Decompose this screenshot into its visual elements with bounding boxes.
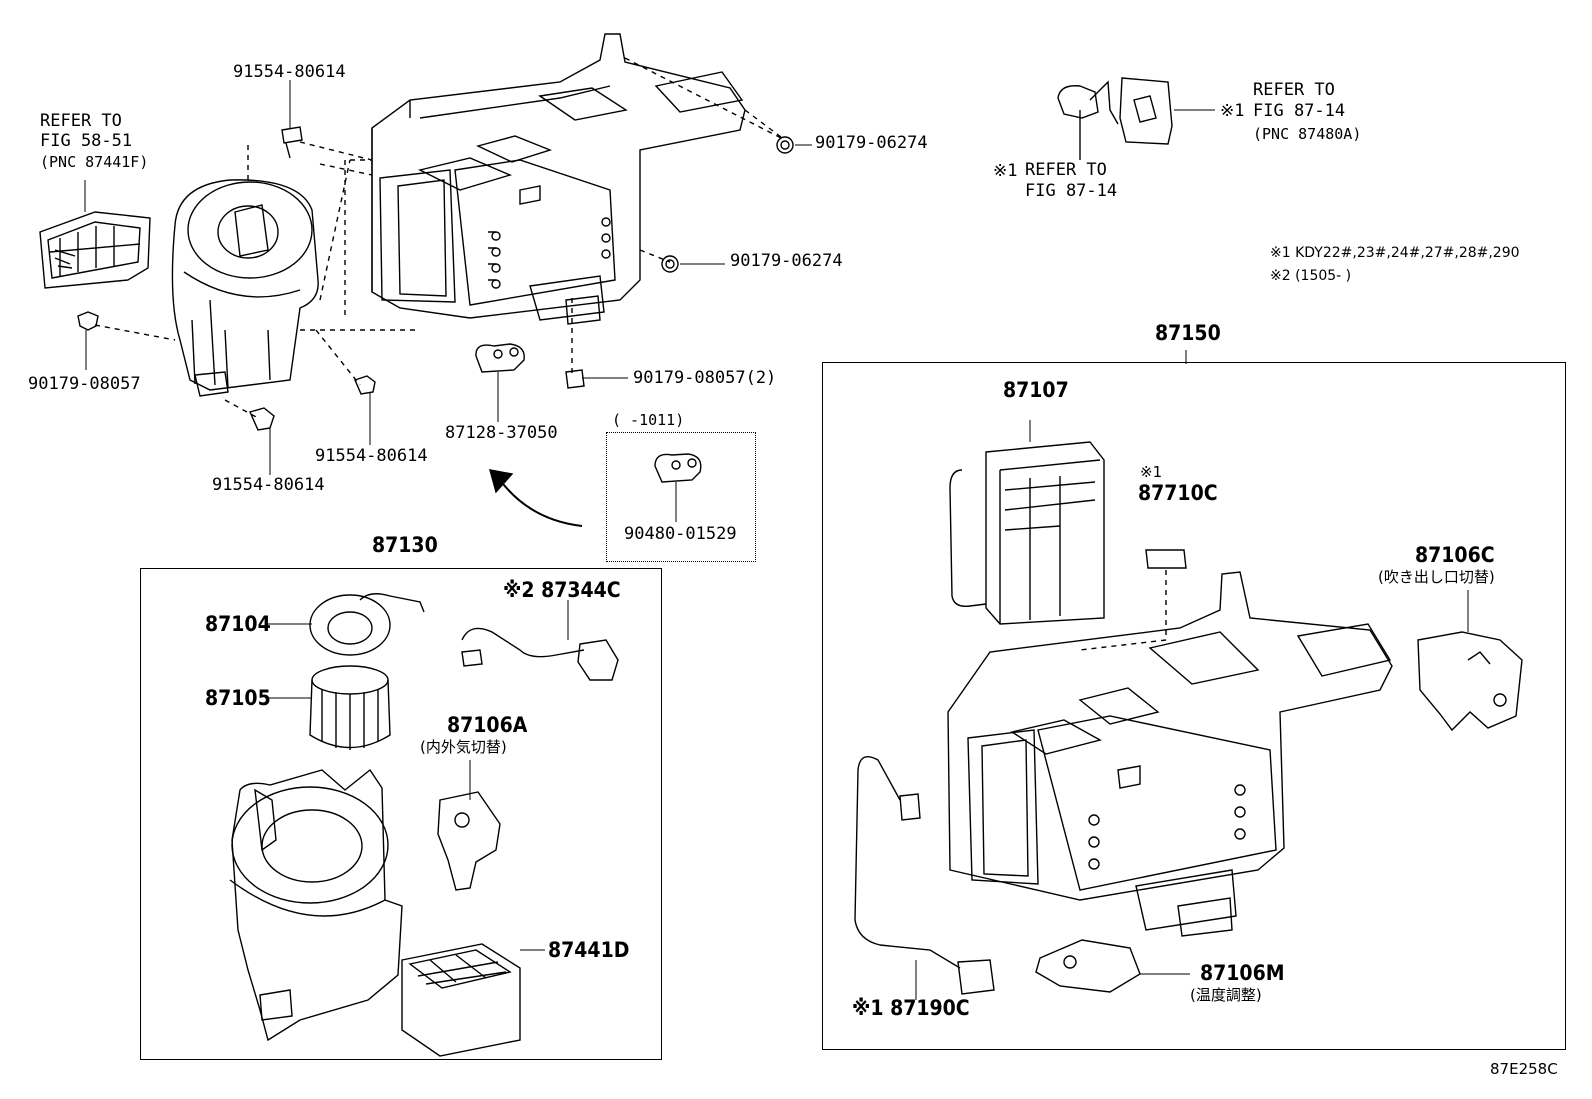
part-label-87105[interactable]: 87105 <box>205 686 271 710</box>
part-label-87190c[interactable]: ※1 87190C <box>852 996 970 1020</box>
refer-fig-87-14-left-line2[interactable]: FIG 87-14 <box>1025 181 1118 201</box>
refer-fig-87-14-left-mark: ※1 <box>993 161 1018 181</box>
part-label-87441d[interactable]: 87441D <box>548 938 630 962</box>
part-desc-87106a: (内外気切替) <box>420 738 507 756</box>
part-label-90179-06274-lower[interactable]: 90179-06274 <box>730 251 843 271</box>
assembly-87130-frame <box>140 568 662 1060</box>
part-label-87344c[interactable]: ※2 87344C <box>503 578 621 602</box>
main-hvac-unit-drawing <box>40 34 793 526</box>
refer-fig-87-14-right-line2[interactable]: FIG 87-14 <box>1253 101 1346 121</box>
part-mark-87710c: ※1 <box>1140 463 1163 481</box>
part-label-87104[interactable]: 87104 <box>205 612 271 636</box>
part-label-87128-37050[interactable]: 87128-37050 <box>445 423 558 443</box>
grommet-date-range: ( -1011) <box>612 411 685 429</box>
top-right-parts-drawing <box>1058 78 1215 160</box>
part-label-90179-08057[interactable]: 90179-08057 <box>28 374 141 394</box>
part-label-87106a[interactable]: 87106A <box>447 713 528 737</box>
assembly-label-87130[interactable]: 87130 <box>372 533 438 557</box>
part-label-91554-80614-top[interactable]: 91554-80614 <box>233 62 346 82</box>
refer-fig-58-line2[interactable]: FIG 58-51 <box>40 131 133 151</box>
refer-fig-87-14-right-pnc: (PNC 87480A) <box>1253 125 1362 143</box>
part-label-87710c[interactable]: 87710C <box>1138 481 1218 505</box>
part-label-91554-80614-low[interactable]: 91554-80614 <box>212 475 325 495</box>
evaporator-case-drawing <box>855 350 1522 1000</box>
figure-code: 87E258C <box>1490 1060 1558 1078</box>
blower-assembly-drawing <box>230 594 618 1056</box>
grommet-variant-frame <box>606 432 756 562</box>
part-label-91554-80614-mid[interactable]: 91554-80614 <box>315 446 428 466</box>
leader-lines-top <box>85 80 812 522</box>
refer-fig-87-14-right-line1: REFER TO <box>1253 80 1335 100</box>
part-label-90179-08057-qty2[interactable]: 90179-08057(2) <box>633 368 777 388</box>
refer-fig-58-pnc: (PNC 87441F) <box>40 153 149 171</box>
part-label-90179-06274-upper[interactable]: 90179-06274 <box>815 133 928 153</box>
part-label-87106c[interactable]: 87106C <box>1415 543 1495 567</box>
part-desc-87106m: (温度調整) <box>1190 986 1262 1004</box>
part-label-87106m[interactable]: 87106M <box>1200 961 1285 985</box>
footnote-2: ※2 (1505- ) <box>1270 268 1352 284</box>
part-label-90480-01529[interactable]: 90480-01529 <box>624 524 737 544</box>
footnote-1: ※1 KDY22#,23#,24#,27#,28#,290 <box>1270 245 1520 261</box>
assembly-label-87150[interactable]: 87150 <box>1155 321 1221 345</box>
refer-fig-87-14-left-line1: REFER TO <box>1025 160 1107 180</box>
refer-fig-58-line1: REFER TO <box>40 111 122 131</box>
assembly-87150-frame <box>822 362 1566 1050</box>
refer-fig-87-14-right-mark: ※1 <box>1220 101 1245 121</box>
part-label-87107[interactable]: 87107 <box>1003 378 1069 402</box>
part-desc-87106c: (吹き出し口切替) <box>1378 568 1495 586</box>
